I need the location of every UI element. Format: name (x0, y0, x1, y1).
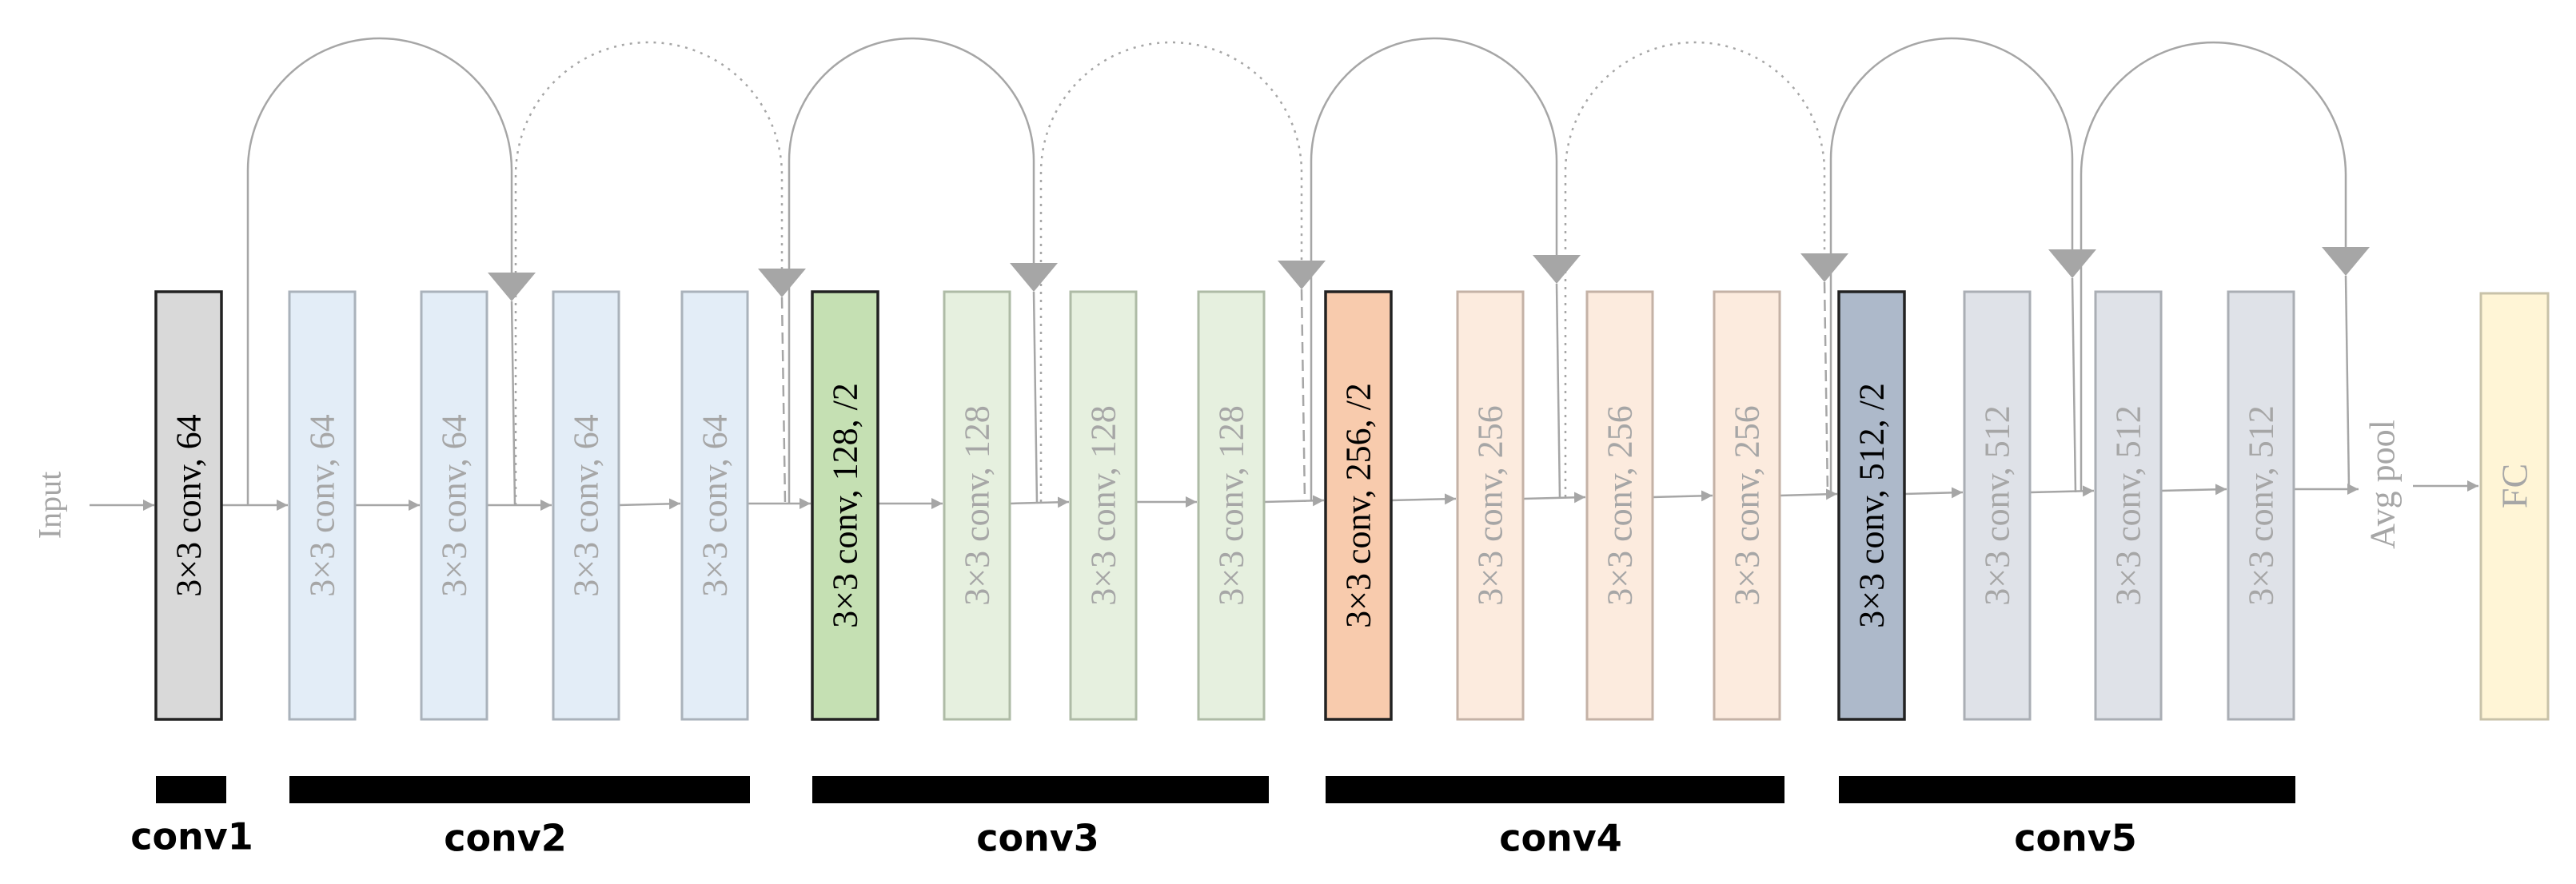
conv-layer-label: 3×3 conv, 128 (1084, 405, 1123, 606)
flow-arrow (1263, 495, 1325, 507)
conv-layer-block: 3×3 conv, 64 (420, 290, 488, 721)
skip-merge-line (510, 301, 516, 506)
skip-merge-triangle (2048, 249, 2096, 278)
skip-merge-triangle (1010, 263, 1058, 292)
skip-connection-arc (1039, 41, 1303, 502)
conv-layer-label: 3×3 conv, 64 (169, 414, 209, 597)
skip-connection-arc (1564, 41, 1826, 497)
stage-label: conv5 (2014, 817, 2137, 860)
conv-layer-block: 3×3 conv, 256, /2 (1324, 290, 1393, 721)
conv-layer-block: 3×3 conv, 128, /2 (811, 290, 879, 721)
conv-layer-block: 3×3 conv, 64 (552, 290, 620, 721)
stage-group-conv3: conv3 (812, 776, 1269, 860)
stage-label: conv4 (1499, 817, 1622, 860)
skip-merge-line (2344, 275, 2351, 488)
flow-arrow (1652, 490, 1713, 502)
fc-label: FC (2494, 464, 2535, 508)
conv-layer-label: 3×3 conv, 64 (567, 414, 606, 597)
skip-connection-arc (246, 37, 513, 505)
skip-connections (246, 37, 2370, 506)
flow-arrow (1779, 488, 1838, 500)
skip-merge-triangle (1533, 255, 1581, 284)
flow-arrow (618, 498, 681, 510)
skip-connection-arc (514, 41, 784, 505)
skip-merge-triangle (1278, 261, 1326, 289)
stage-label: conv3 (976, 817, 1099, 860)
input-label: Input (32, 472, 68, 539)
flow-arrow (1009, 496, 1070, 508)
conv-layer-block: 3×3 conv, 256 (1456, 290, 1525, 721)
conv-layer-label: 3×3 conv, 512, /2 (1852, 383, 1892, 628)
flow-arrow (1522, 492, 1586, 504)
fc-layer-block: FC (2479, 292, 2550, 721)
conv-layer-block: 3×3 conv, 64 (680, 290, 749, 721)
stage-group-conv4: conv4 (1326, 776, 1784, 860)
stage-bar (156, 776, 226, 803)
flow-arrow (2029, 485, 2095, 497)
conv-layer-label: 3×3 conv, 512 (2242, 405, 2281, 606)
conv-layer-block: 3×3 conv, 256 (1713, 290, 1781, 721)
conv-layer-label: 3×3 conv, 128 (958, 405, 997, 606)
conv-layer-block: 3×3 conv, 128 (1069, 290, 1138, 721)
skip-merge-line (1823, 281, 1829, 496)
stage-group-conv1: conv1 (130, 776, 253, 858)
conv-layer-label: 3×3 conv, 128 (1212, 405, 1251, 606)
conv-layer-label: 3×3 conv, 64 (435, 414, 474, 597)
stage-group-conv5: conv5 (1839, 776, 2295, 860)
stage-bar (289, 776, 750, 803)
skip-merge-line (1032, 291, 1039, 504)
conv-layer-label: 3×3 conv, 64 (696, 414, 735, 597)
conv-layer-label: 3×3 conv, 128, /2 (826, 383, 865, 628)
skip-merge-triangle (758, 269, 806, 297)
conv-layer-block: 3×3 conv, 128 (1197, 290, 1266, 721)
skip-connection-arc (1310, 37, 1558, 500)
skip-merge-triangle (1800, 253, 1848, 282)
conv-layer-label: 3×3 conv, 256 (1601, 405, 1640, 606)
conv-layer-block: 3×3 conv, 64 (154, 290, 223, 721)
stage-label: conv1 (130, 815, 253, 858)
conv-layer-block: 3×3 conv, 512 (2227, 290, 2295, 721)
skip-connection-arc (788, 37, 1035, 504)
forward-flow-arrows (90, 480, 2478, 511)
stage-bar (1326, 776, 1784, 803)
conv-layer-block: 3×3 conv, 512 (1963, 290, 2032, 721)
skip-connection-arc (1829, 37, 2074, 494)
conv-layer-label: 3×3 conv, 256 (1728, 405, 1767, 606)
layer-blocks: 3×3 conv, 64 3×3 conv, 64 3×3 conv, 64 3×3 … (154, 290, 2295, 721)
skip-merge-triangle (2322, 247, 2370, 276)
skip-merge-line (780, 297, 787, 504)
skip-merge-line (1555, 283, 1561, 500)
stage-bar (1839, 776, 2295, 803)
conv-layer-block: 3×3 conv, 64 (288, 290, 357, 721)
conv-layer-block: 3×3 conv, 512, /2 (1837, 290, 1906, 721)
conv-layer-block: 3×3 conv, 512 (2094, 290, 2163, 721)
avgpool-label: Avg pool (2363, 420, 2403, 549)
stage-bar (812, 776, 1269, 803)
conv-layer-label: 3×3 conv, 512 (2109, 405, 2148, 606)
conv-layer-block: 3×3 conv, 128 (943, 290, 1011, 721)
conv-layer-label: 3×3 conv, 256 (1471, 405, 1510, 606)
flow-arrow (2160, 484, 2227, 496)
skip-merge-line (1300, 289, 1306, 503)
skip-merge-triangle (488, 273, 536, 301)
flow-arrow (1390, 493, 1457, 505)
conv-layer-block: 3×3 conv, 256 (1585, 290, 1654, 721)
conv-layer-label: 3×3 conv, 64 (303, 414, 342, 597)
conv-layer-label: 3×3 conv, 256, /2 (1339, 383, 1378, 628)
skip-connection-arc (2080, 41, 2347, 491)
skip-merge-line (2071, 277, 2077, 493)
stage-groups: conv1 conv2 conv3 conv4 conv5 (130, 776, 2295, 860)
stage-label: conv2 (444, 817, 567, 860)
stage-group-conv2: conv2 (289, 776, 750, 860)
flow-arrow (1904, 487, 1964, 499)
conv-layer-label: 3×3 conv, 512 (1978, 405, 2017, 606)
